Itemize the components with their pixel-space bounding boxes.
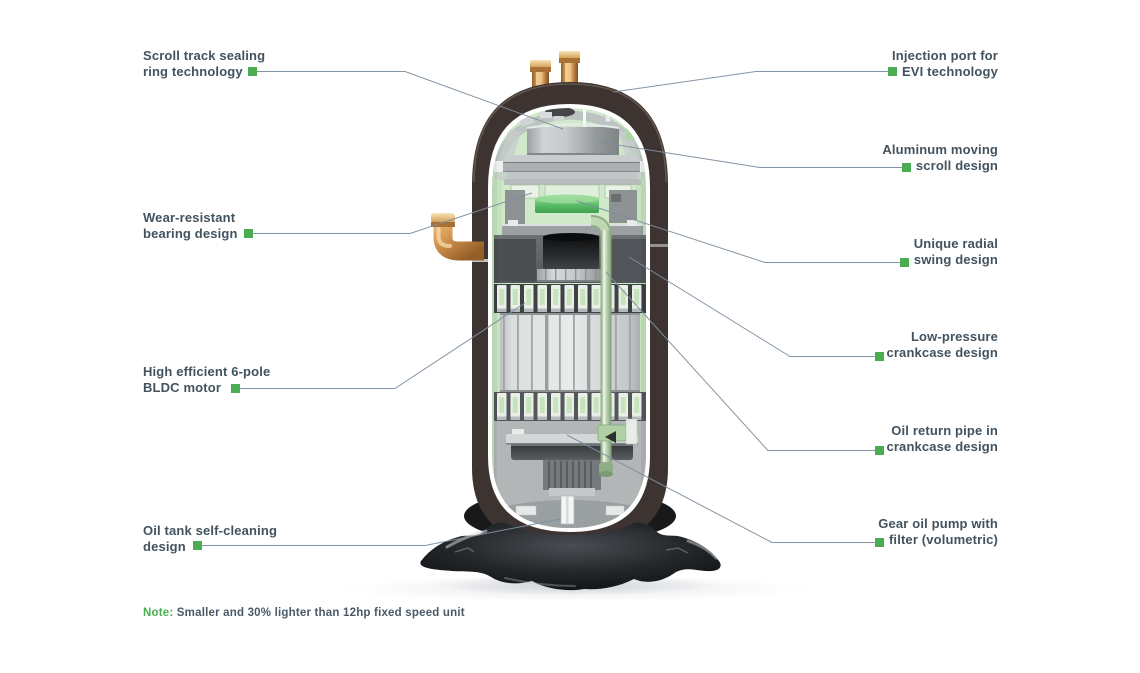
callout-marker (244, 229, 253, 238)
label-bldc-motor: High efficient 6-pole BLDC motor (143, 364, 271, 395)
label-injection-port-evi: Injection port for EVI technology (892, 48, 998, 79)
leader-oil-pump (566, 434, 875, 543)
callout-marker (875, 352, 884, 361)
callout-marker (900, 258, 909, 267)
label-wear-resistant-bearing: Wear-resistant bearing design (143, 210, 238, 241)
callout-markers (193, 67, 911, 550)
callout-marker (231, 384, 240, 393)
leader-injection-port (612, 71, 888, 93)
callout-marker (193, 541, 202, 550)
callout-marker (875, 446, 884, 455)
leader-moving-scroll (598, 141, 902, 168)
leader-crankcase (628, 256, 875, 357)
mounting-base (420, 522, 721, 591)
label-oil-tank-self-cleaning: Oil tank self-cleaning design (143, 523, 278, 554)
label-gear-oil-pump: Gear oil pump with filter (volumetric) (878, 516, 998, 547)
callout-marker (888, 67, 897, 76)
label-oil-return-pipe: Oil return pipe in crankcase design (886, 423, 998, 454)
leader-oil-tank (202, 518, 561, 546)
oil-return-pipe (590, 215, 638, 477)
label-scroll-track-sealing: Scroll track sealing ring technology (143, 48, 266, 79)
leader-bldc-motor (240, 302, 526, 389)
leader-bearing (253, 192, 533, 234)
footnote: Note: Smaller and 30% lighter than 12hp … (143, 606, 465, 620)
leader-lines (202, 71, 902, 546)
leader-scroll-track (257, 71, 564, 130)
callout-marker (875, 538, 884, 547)
leader-radial-swing (576, 200, 900, 263)
leader-oil-return (605, 271, 875, 451)
footnote-text: Smaller and 30% lighter than 12hp fixed … (176, 607, 465, 619)
callout-marker (248, 67, 257, 76)
label-unique-radial-swing: Unique radial swing design (913, 236, 998, 267)
compressor-interior (492, 108, 646, 528)
callout-marker (902, 163, 911, 172)
footnote-label: Note: (143, 607, 174, 619)
label-low-pressure-crankcase: Low-pressure crankcase design (886, 329, 998, 360)
label-aluminum-moving-scroll: Aluminum moving scroll design (882, 142, 998, 173)
